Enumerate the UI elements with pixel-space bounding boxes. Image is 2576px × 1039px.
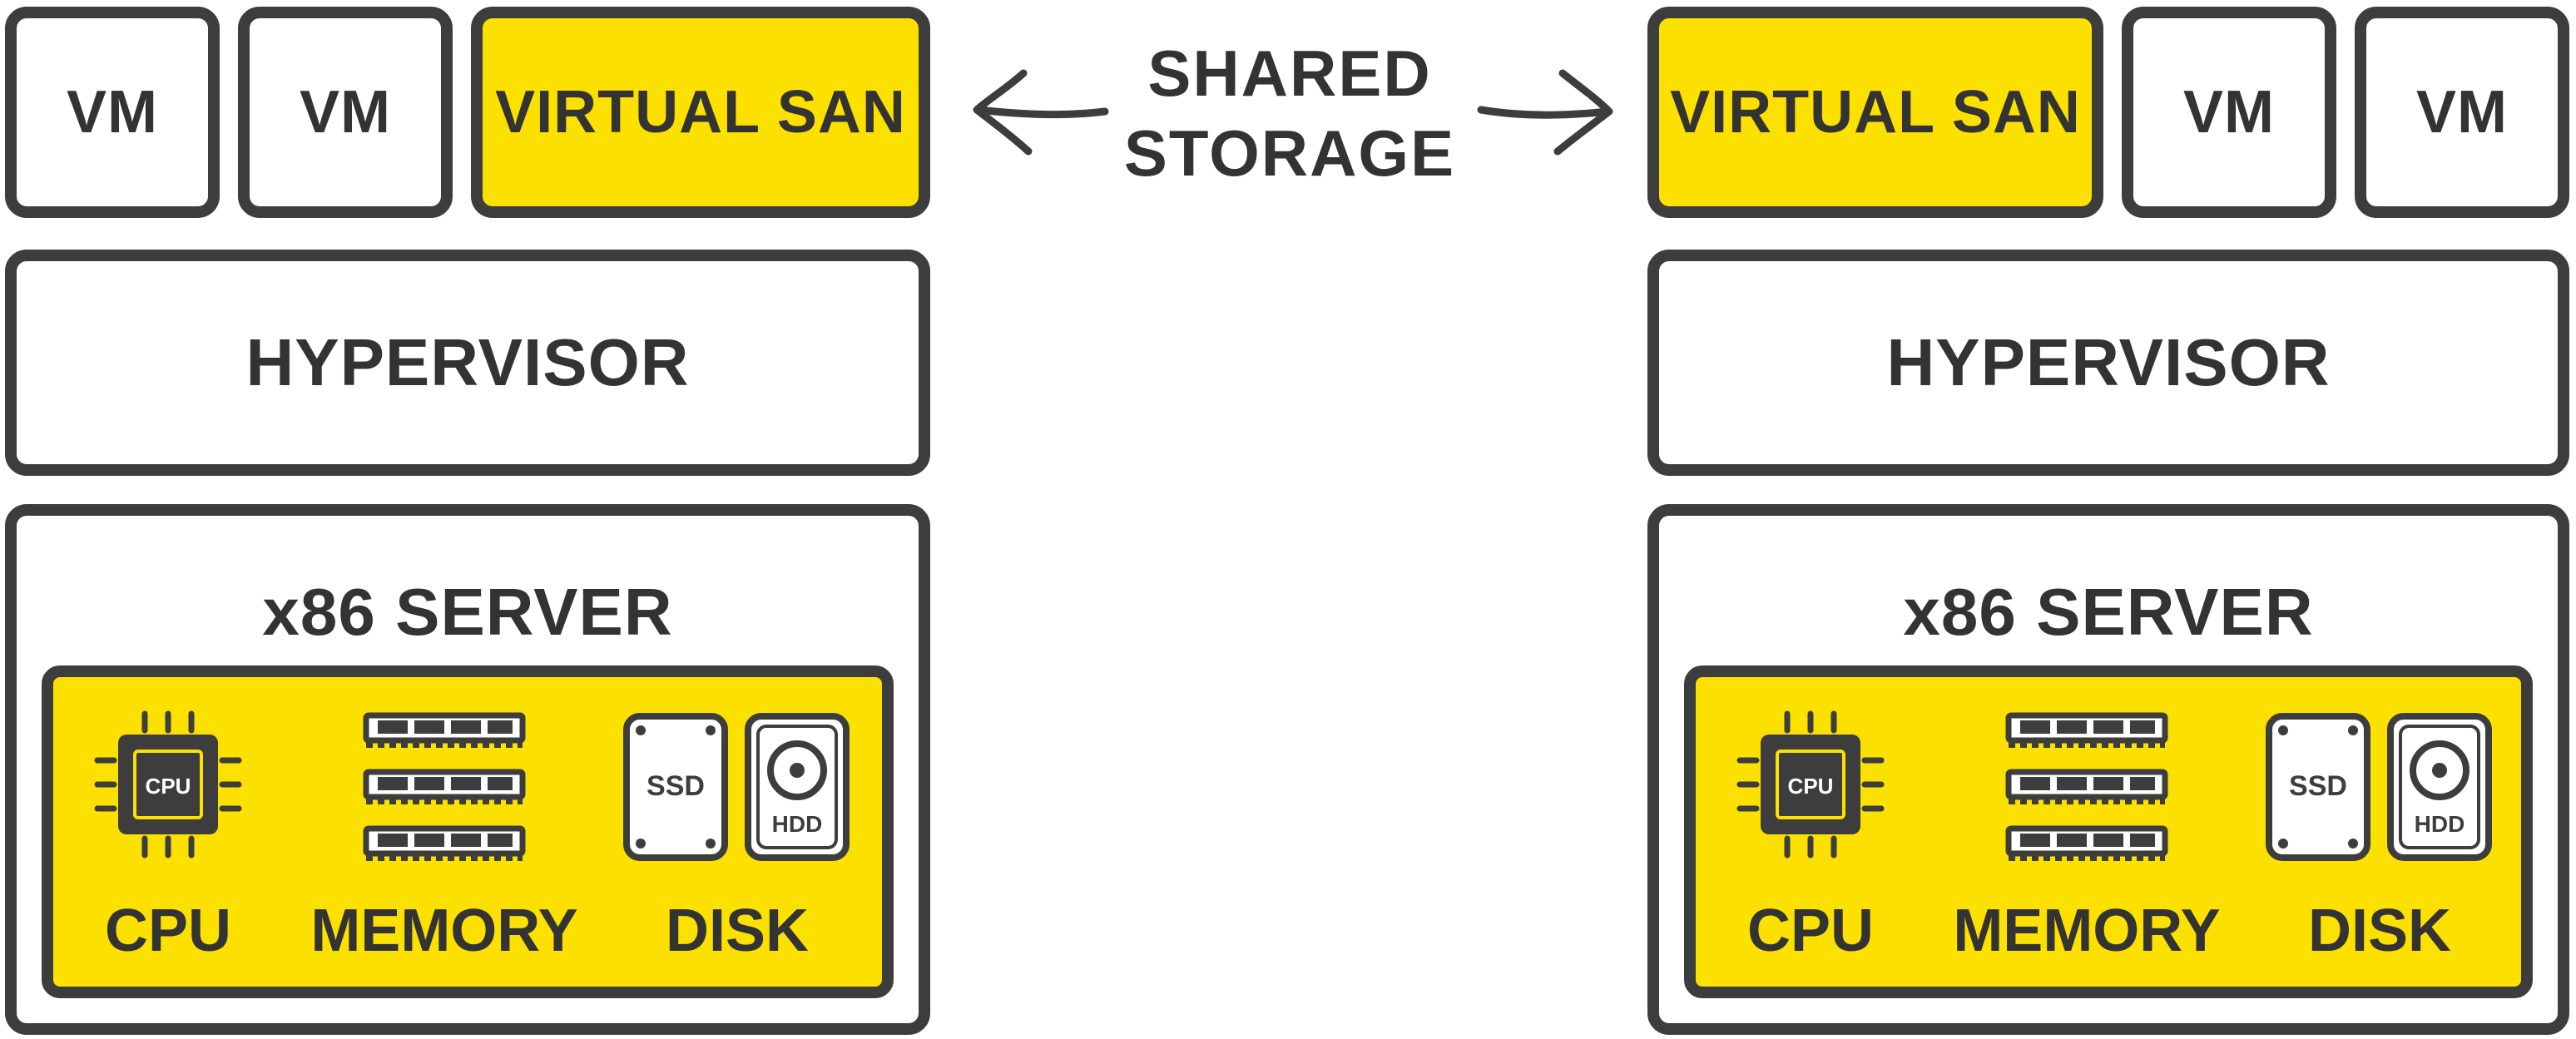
disk-label: DISK (2307, 898, 2452, 964)
ssd-label: SSD (646, 770, 705, 802)
arrow-right-icon (1477, 69, 1613, 156)
cpu-chip-icon: CPU (94, 710, 242, 858)
left-vm-1: VM (5, 7, 220, 218)
hdd-icon: HDD (2387, 713, 2492, 861)
memory-module-icon (363, 712, 526, 861)
chip-label: CPU (146, 774, 191, 799)
hdd-label: HDD (2415, 811, 2465, 837)
vm-label: VM (2416, 79, 2508, 146)
virtual-san-label: VIRTUAL SAN (1670, 79, 2081, 146)
hypervisor-label: HYPERVISOR (245, 325, 690, 399)
shared-storage-line1: SHARED (1147, 37, 1432, 110)
ssd-icon: SSD (623, 713, 728, 861)
hdd-icon: HDD (745, 713, 850, 861)
hdd-label: HDD (772, 811, 823, 837)
shared-storage-label: SHARED STORAGE (1115, 33, 1464, 193)
right-vm-2: VM (2355, 7, 2569, 218)
memory-label: MEMORY (310, 898, 578, 964)
memory-label: MEMORY (1953, 898, 2221, 964)
memory-module-icon (2005, 712, 2168, 861)
shared-storage-line2: STORAGE (1123, 116, 1456, 190)
arrow-left-icon (973, 69, 1109, 156)
virtual-san-label: VIRTUAL SAN (495, 79, 906, 146)
cpu-label: CPU (104, 898, 231, 964)
ssd-icon: SSD (2266, 713, 2370, 861)
server-title: x86 SERVER (1903, 575, 2314, 649)
right-vm-1: VM (2122, 7, 2336, 218)
left-virtual-san: VIRTUAL SAN (471, 7, 930, 218)
vm-label: VM (67, 79, 158, 146)
cpu-label: CPU (1746, 898, 1874, 964)
left-vm-2: VM (238, 7, 453, 218)
cpu-chip-icon: CPU (1736, 710, 1885, 858)
server-title: x86 SERVER (262, 575, 673, 649)
chip-label: CPU (1788, 774, 1834, 799)
left-hypervisor: HYPERVISOR (5, 250, 930, 476)
right-virtual-san: VIRTUAL SAN (1647, 7, 2103, 218)
disk-label: DISK (665, 898, 810, 964)
hypervisor-label: HYPERVISOR (1886, 325, 2331, 399)
vm-label: VM (2183, 79, 2275, 146)
vm-label: VM (300, 79, 391, 146)
ssd-label: SSD (2289, 770, 2347, 802)
right-hypervisor: HYPERVISOR (1647, 250, 2569, 476)
